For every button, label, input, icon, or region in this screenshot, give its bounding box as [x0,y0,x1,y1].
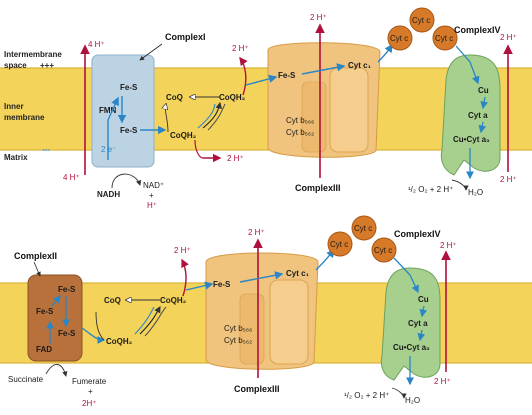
label-negative-charge: --- [42,145,50,154]
bottom-half-o2: ¹/₂ O₂ + 2 H⁺ [344,391,389,400]
top-cyt-b562: Cyt b₅₆₂ [286,128,314,137]
bottom-complex-2-label: ComplexII [14,251,57,261]
bottom-complex-3-label: ComplexIII [234,384,280,394]
top-2h-c4-bottom: 2 H⁺ [500,175,517,184]
top-coqh2-b: CoQH₂ [219,93,246,102]
bottom-cyt-c-group: Cyt c Cyt c Cyt c [327,215,397,263]
top-cyt-b566: Cyt b₅₆₆ [286,116,314,125]
bottom-cyt-c1: Cyt c₁ [286,269,310,278]
top-fes1: Fe-S [120,83,138,92]
top-2h-c3: 2 H⁺ [310,13,327,22]
top-cyt-c-a: Cyt c [390,34,408,43]
label-matrix: Matrix [4,153,28,162]
bottom-fes2: Fe-S [36,307,54,316]
bottom-fes1: Fe-S [58,285,76,294]
bottom-complex-3: Fe-S Cyt c₁ Cyt b₅₆₆ Cyt b₅₆₂ ComplexIII [205,252,319,394]
top-cu: Cu [478,86,489,95]
top-cyt-c-b: Cyt c [412,16,430,25]
top-cyt-c-group: Cyt c Cyt c Cyt c [387,7,458,51]
top-coqh2-a: CoQH₂ [170,131,197,140]
top-coq: CoQ [166,93,183,102]
bottom-succinate: Succinate [8,375,44,384]
top-nad-plus: + [149,191,154,200]
bottom-fumerate: Fumerate [72,377,107,386]
bottom-plus: + [88,387,93,396]
top-fes2: Fe-S [120,126,138,135]
bottom-2h-c3: 2 H⁺ [248,228,265,237]
label-inner: Inner [4,102,24,111]
top-2h-c4-top: 2 H⁺ [500,33,517,42]
bottom-cyt-b562: Cyt b₅₆₂ [224,336,252,345]
bottom-cyt-a: Cyt a [408,319,428,328]
bottom-cyt-b566: Cyt b₅₆₆ [224,324,252,333]
bottom-h2o: H₂O [405,396,420,405]
bottom-fes3: Fe-S [58,329,76,338]
bottom-2hplus: 2H⁺ [82,399,96,408]
bottom-fes4: Fe-S [213,280,231,289]
label-positive-charge: +++ [40,61,54,70]
bottom-2h-coq: 2 H⁺ [174,246,191,255]
top-fes3: Fe-S [278,71,296,80]
top-2h-matrix: 2 H⁺ [227,154,244,163]
top-complex-4: ComplexIV Cu Cyt a Cu•Cyt a₃ [440,25,501,176]
top-4h-up: 4 H⁺ [88,40,105,49]
bottom-cyt-c-b: Cyt c [354,224,372,233]
top-panel: Intermembrane space +++ Inner membrane M… [0,7,532,210]
label-space: space [4,61,27,70]
top-fmn: FMN [99,106,117,115]
label-intermembrane: Intermembrane [4,50,62,59]
top-complex-3: Fe-S Cyt c₁ Cyt b₅₆₆ Cyt b₅₆₂ ComplexIII [267,42,381,193]
top-cyt-a: Cyt a [468,111,488,120]
top-cyt-c1: Cyt c₁ [348,61,372,70]
top-cu-cyt-a3: Cu•Cyt a₃ [453,135,490,144]
bottom-complex-4: ComplexIV Cu Cyt a Cu•Cyt a₃ [380,229,441,381]
top-complex-3-label: ComplexIII [295,183,341,193]
bottom-2h-c4-top: 2 H⁺ [440,241,457,250]
top-nad: NAD⁺ [143,181,164,190]
bottom-cyt-c-c: Cyt c [374,246,392,255]
bottom-complex-2: ComplexII Fe-S Fe-S Fe-S FAD [14,251,83,362]
top-cyt-c-c: Cyt c [435,34,453,43]
top-complex-1-label: ComplexI [165,32,206,42]
bottom-cu-cyt-a3: Cu•Cyt a₃ [393,343,430,352]
top-half-o2: ¹/₂ O₂ + 2 H⁺ [408,185,453,194]
bottom-coq: CoQ [104,296,121,305]
bottom-cu: Cu [418,295,429,304]
top-4h-down: 4 H⁺ [63,173,80,182]
top-nadh: NADH [97,190,120,199]
top-h2o: H₂O [468,188,483,197]
top-complex-4-label: ComplexIV [454,25,501,35]
bottom-2h-c4-bottom: 2 H⁺ [434,377,451,386]
bottom-fad: FAD [36,345,52,354]
bottom-coqh2-a: CoQH₂ [106,337,133,346]
top-2h-coq: 2 H⁺ [232,44,249,53]
bottom-cyt-c-a: Cyt c [330,240,348,249]
label-membrane: membrane [4,113,45,122]
top-nad-hplus: H⁺ [147,201,157,210]
bottom-coqh2-b: CoQH₂ [160,296,187,305]
bottom-complex-4-label: ComplexIV [394,229,441,239]
bottom-panel: ComplexII Fe-S Fe-S Fe-S FAD Succinate F… [0,215,532,408]
